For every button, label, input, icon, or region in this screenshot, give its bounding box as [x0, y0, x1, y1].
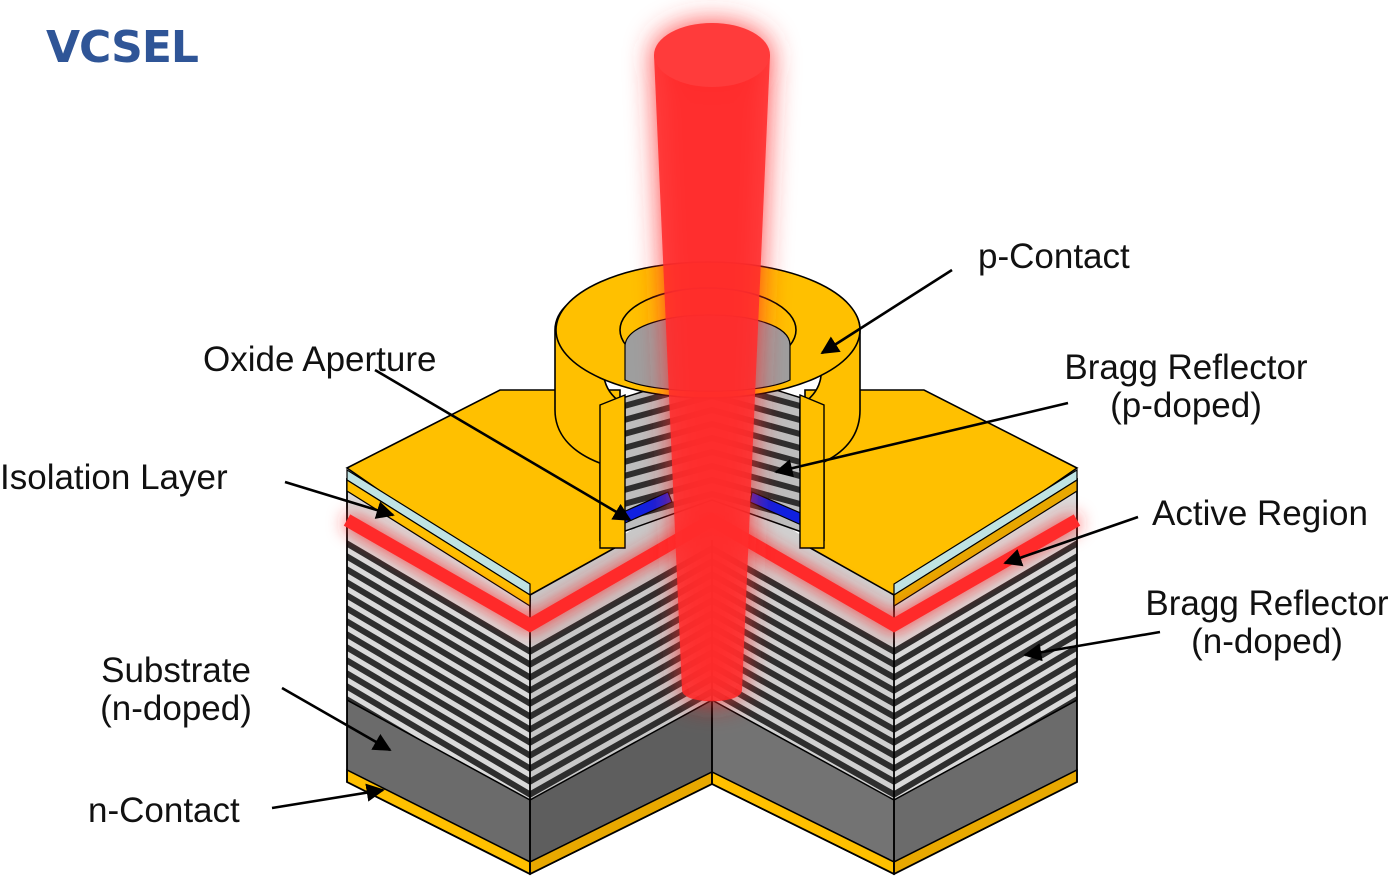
- dbr-stripe: [530, 688, 712, 798]
- dbr-stripe: [712, 662, 894, 772]
- label-oxide-aperture: Oxide Aperture: [203, 340, 437, 379]
- label-substrate-line2: (n-doped): [100, 689, 252, 728]
- diagram-title: VCSEL: [46, 22, 199, 73]
- dbr-stripe: [712, 597, 894, 707]
- dbr-stripe: [712, 610, 894, 720]
- dbr-stripe: [347, 683, 530, 798]
- dbr-stripe: [347, 618, 530, 733]
- dbr-stripe: [712, 584, 894, 694]
- dbr-stripe: [530, 649, 712, 759]
- inner-left-face: [530, 478, 712, 862]
- dbr-stripe: [347, 644, 530, 759]
- dbr-stripe: [712, 688, 894, 798]
- dbr-stripe: [712, 571, 894, 681]
- dbr-stripe: [712, 545, 894, 655]
- dbr-stripe: [530, 662, 712, 772]
- arrow-bragg-n: [1023, 630, 1161, 662]
- dbr-stripe: [894, 644, 1077, 759]
- dbr-stripe: [347, 540, 530, 655]
- dbr-stripe: [530, 675, 712, 785]
- dbr-stripe: [530, 597, 712, 707]
- label-bragg-p-line1: Bragg Reflector: [1064, 348, 1308, 387]
- dbr-stripe: [530, 545, 712, 655]
- dbr-stripe: [894, 670, 1077, 785]
- dbr-stripe: [894, 540, 1077, 655]
- label-isolation-layer: Isolation Layer: [0, 458, 228, 497]
- label-bragg-p: Bragg Reflector (p-doped): [1052, 349, 1320, 425]
- dbr-stripe: [347, 566, 530, 681]
- dbr-stripe: [530, 571, 712, 681]
- dbr-stripe: [530, 558, 712, 668]
- dbr-stripe: [894, 657, 1077, 772]
- laser-beam: [654, 23, 770, 702]
- dbr-stripe: [712, 623, 894, 733]
- arrow-n-contact: [271, 783, 385, 810]
- arrow-bragg-p: [774, 401, 1069, 478]
- dbr-stripe: [347, 579, 530, 694]
- dbr-stripe: [347, 631, 530, 746]
- dbr-stripe: [347, 670, 530, 785]
- arrow-oxide-aperture: [374, 368, 632, 522]
- label-active-region: Active Region: [1152, 494, 1368, 533]
- dbr-stripe: [894, 605, 1077, 720]
- dbr-stripe: [347, 592, 530, 707]
- dbr-stripe: [347, 605, 530, 720]
- dbr-stripe: [347, 553, 530, 668]
- label-bragg-n: Bragg Reflector (n-doped): [1134, 585, 1400, 661]
- arrow-active-region: [1003, 515, 1139, 567]
- top-gold-surface: [345, 389, 1079, 608]
- label-p-contact: p-Contact: [978, 237, 1130, 276]
- dbr-stripe: [347, 657, 530, 772]
- dbr-stripe: [894, 566, 1077, 681]
- dbr-stripe: [530, 610, 712, 720]
- label-bragg-p-line2: (p-doped): [1110, 386, 1262, 425]
- arrow-substrate: [281, 686, 392, 752]
- label-bragg-n-line2: (n-doped): [1191, 622, 1343, 661]
- dbr-stripe: [530, 636, 712, 746]
- callout-arrows: [271, 268, 1161, 810]
- dbr-stripe: [530, 623, 712, 733]
- dbr-stripe: [530, 584, 712, 694]
- label-substrate: Substrate (n-doped): [86, 652, 266, 728]
- dbr-stripe: [712, 675, 894, 785]
- arrow-isolation: [284, 480, 395, 519]
- dbr-stripe: [894, 683, 1077, 798]
- label-n-contact: n-Contact: [88, 791, 240, 830]
- dbr-stripe: [894, 592, 1077, 707]
- dbr-stripe: [712, 636, 894, 746]
- dbr-stripe: [712, 558, 894, 668]
- dbr-stripe: [894, 553, 1077, 668]
- arrow-p-contact: [820, 268, 953, 355]
- label-substrate-line1: Substrate: [101, 651, 251, 690]
- dbr-stripe: [894, 579, 1077, 694]
- label-bragg-n-line1: Bragg Reflector: [1145, 584, 1389, 623]
- dbr-stripe: [712, 649, 894, 759]
